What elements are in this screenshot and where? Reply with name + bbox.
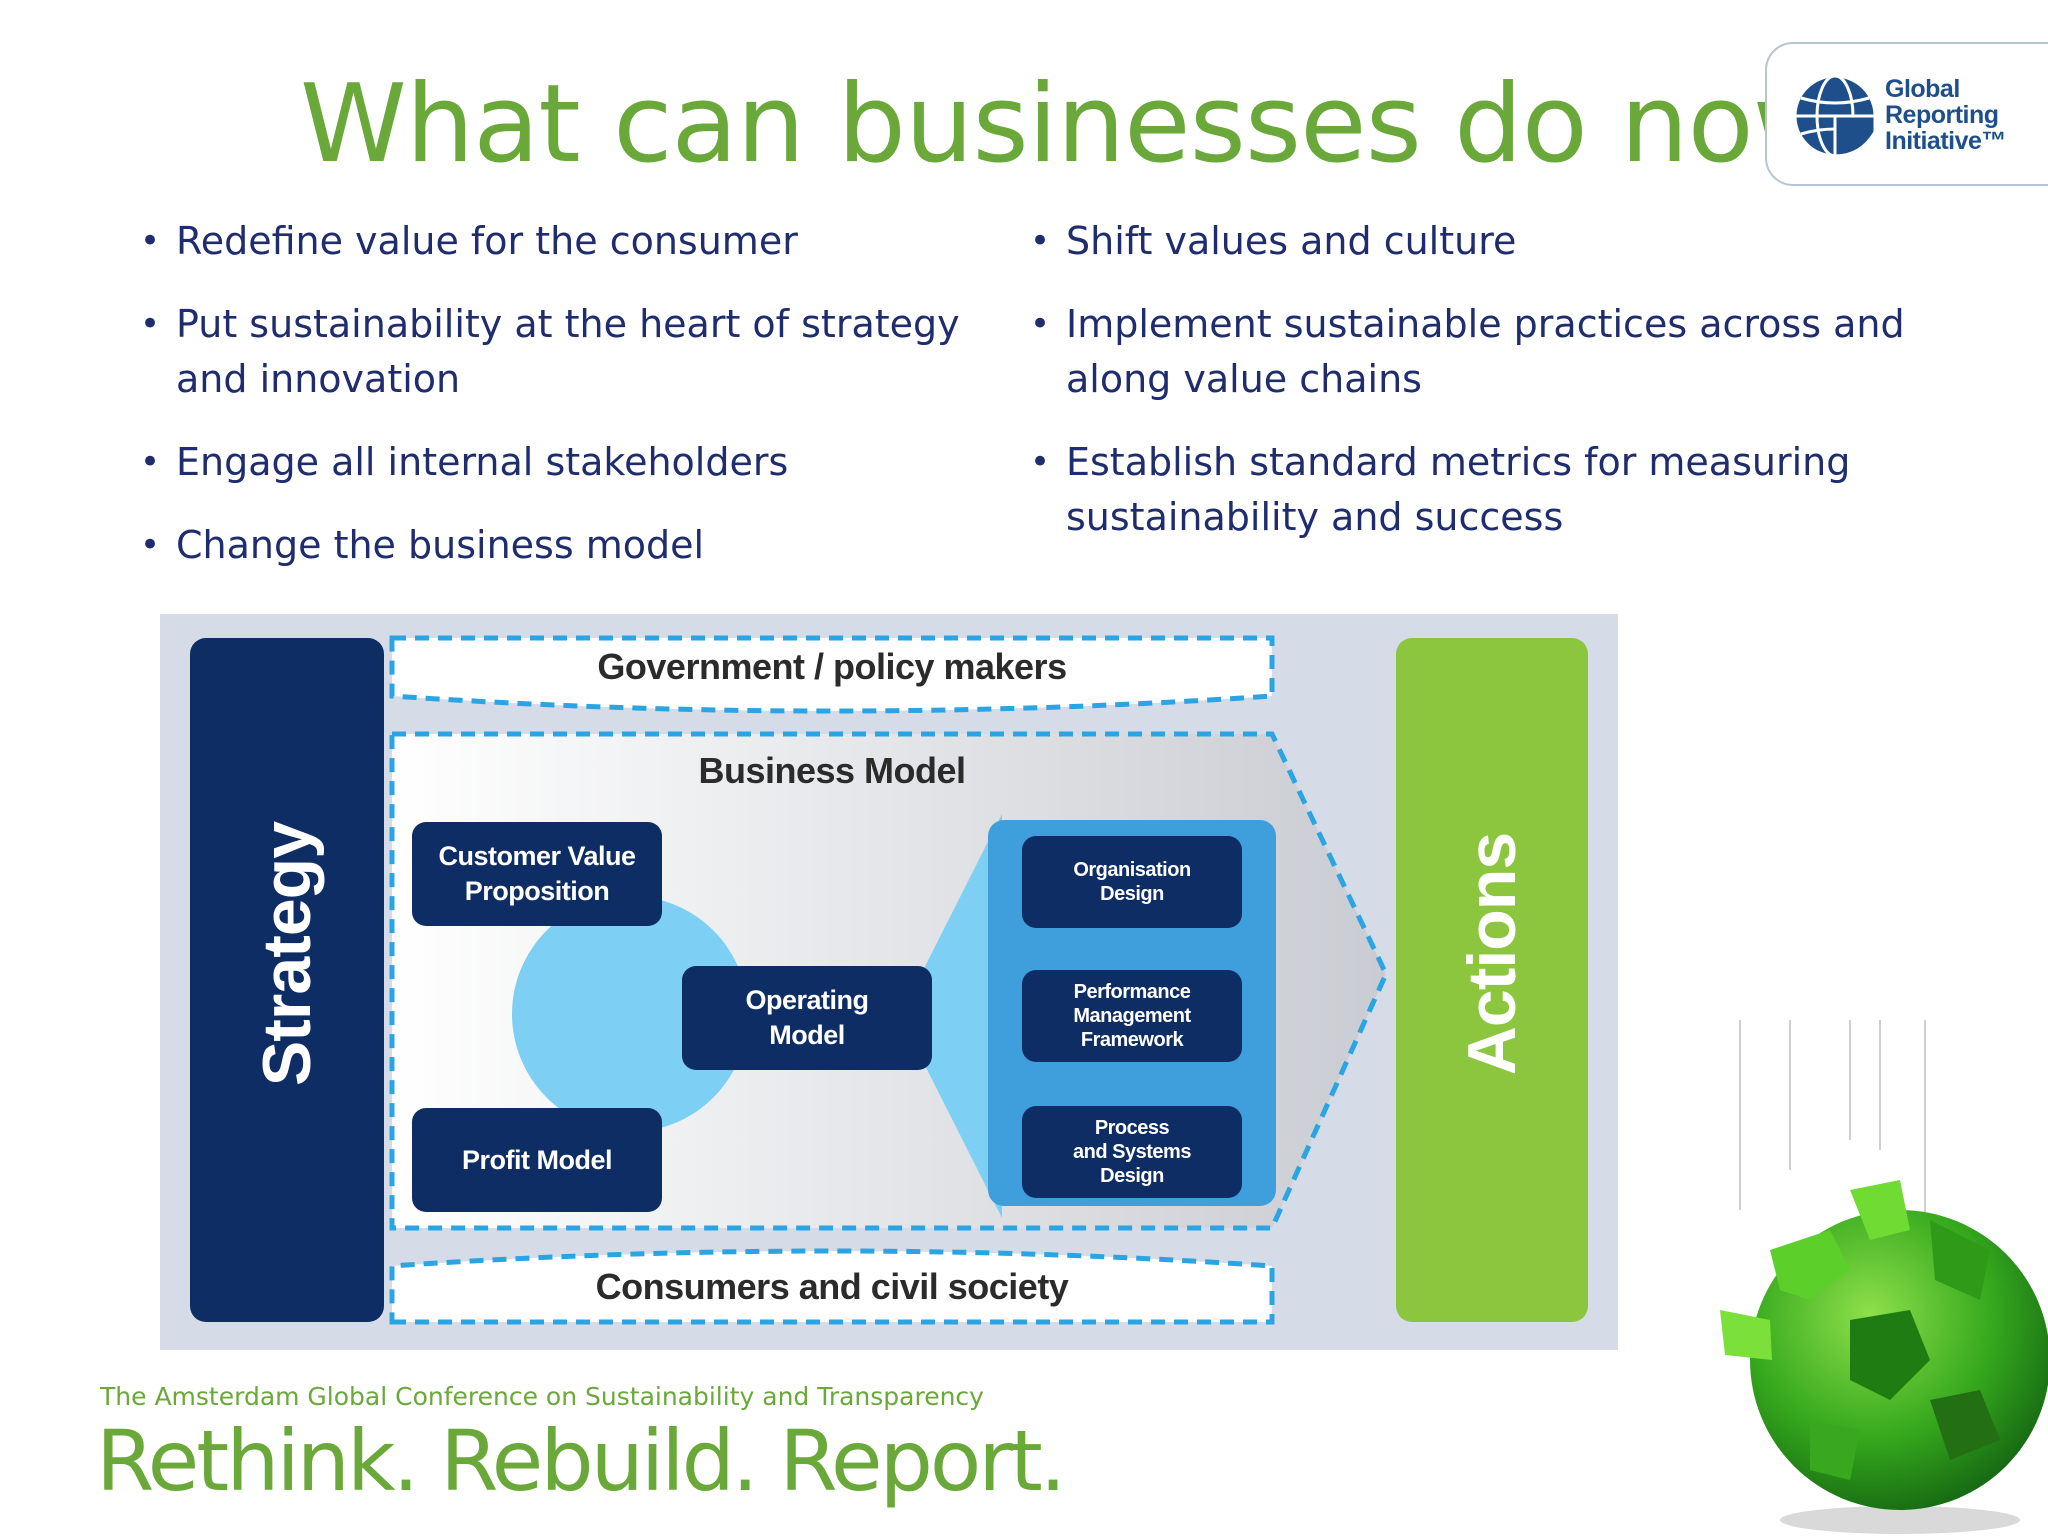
process-systems-label: Process and Systems Design — [1073, 1117, 1191, 1187]
business-model-diagram: Strategy Actions Government / policy mak… — [160, 614, 1618, 1350]
process-systems-node: Process and Systems Design — [1022, 1106, 1242, 1198]
conference-tagline: Rethink. Rebuild. Report. — [96, 1412, 1066, 1510]
gri-globe-icon — [1793, 74, 1877, 158]
funnel-shape — [900, 814, 1002, 1218]
logo-line-3: Initiative™ — [1885, 127, 2006, 155]
bullet-item: Engage all internal stakeholders — [140, 435, 1000, 490]
green-earth-illustration — [1720, 1020, 2048, 1534]
consumers-band — [389, 1248, 1275, 1325]
performance-framework-label: Performance Management Framework — [1073, 981, 1191, 1051]
bullet-item: Shift values and culture — [1030, 214, 1930, 269]
customer-value-label: Customer Value Proposition — [438, 841, 636, 906]
gri-logo-text: Global Reporting Initiative™ — [1885, 76, 2006, 154]
bullet-item: Establish standard metrics for measuring… — [1030, 435, 1930, 545]
strategy-label: Strategy — [249, 821, 325, 1087]
bullet-item: Redefine value for the consumer — [140, 214, 1000, 269]
conference-name: The Amsterdam Global Conference on Susta… — [100, 1382, 984, 1411]
organisation-design-label: Organisation Design — [1073, 859, 1191, 905]
operating-model-label: Operating Model — [745, 985, 869, 1050]
organisation-design-node: Organisation Design — [1022, 836, 1242, 928]
bullet-item: Change the business model — [140, 518, 1000, 573]
government-band — [389, 635, 1275, 714]
profit-model-label: Profit Model — [462, 1144, 613, 1175]
operating-model-node: Operating Model — [682, 966, 932, 1070]
customer-value-node: Customer Value Proposition — [412, 822, 662, 926]
business-model-label: Business Model — [698, 750, 966, 791]
actions-label: Actions — [1454, 832, 1530, 1076]
bullet-list-left: Redefine value for the consumer Put sust… — [140, 214, 1000, 573]
light-blue-circle — [512, 896, 748, 1132]
bullet-list-right: Shift values and culture Implement susta… — [1030, 214, 1930, 545]
logo-line-2: Reporting — [1885, 101, 1999, 129]
consumers-label: Consumers and civil society — [595, 1266, 1069, 1307]
profit-model-node: Profit Model — [412, 1108, 662, 1212]
slide-title: What can businesses do now? — [300, 62, 1897, 187]
government-label: Government / policy makers — [597, 646, 1067, 687]
actions-bar — [1396, 638, 1588, 1322]
strategy-bar — [190, 638, 384, 1322]
bullet-item: Implement sustainable practices across a… — [1030, 297, 1930, 407]
bullet-item: Put sustainability at the heart of strat… — [140, 297, 1000, 407]
logo-line-1: Global — [1885, 75, 1960, 103]
gri-logo: Global Reporting Initiative™ — [1765, 42, 2048, 186]
performance-framework-node: Performance Management Framework — [1022, 970, 1242, 1062]
